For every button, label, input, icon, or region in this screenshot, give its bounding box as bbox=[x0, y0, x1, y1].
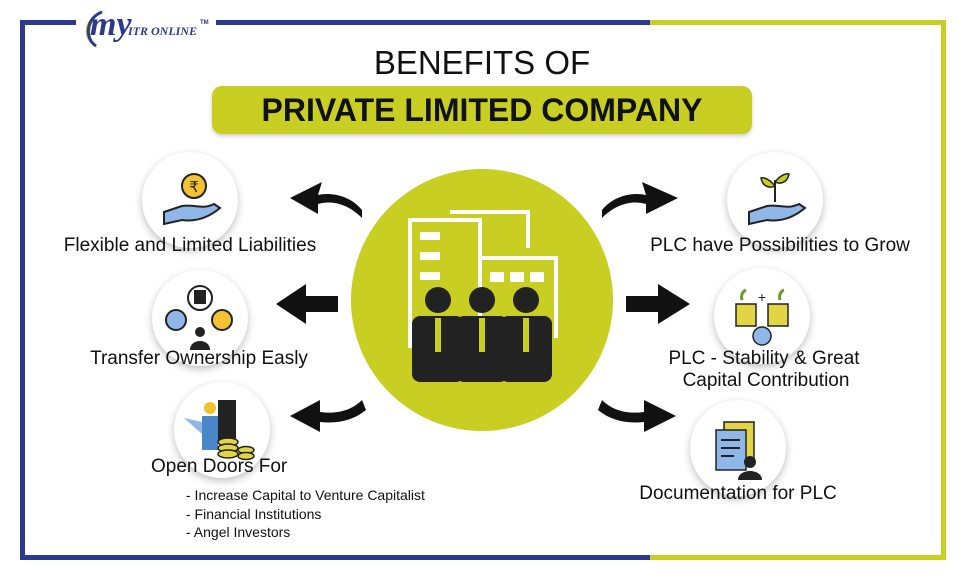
logo-my: my bbox=[90, 6, 132, 43]
ownership-transfer-icon bbox=[152, 270, 248, 366]
sub-item: - Increase Capital to Venture Capitalist bbox=[186, 487, 425, 503]
arrow-icon bbox=[276, 182, 690, 432]
document-icon bbox=[690, 400, 786, 496]
benefit-label: PLC have Possibilities to Grow bbox=[650, 235, 910, 256]
sub-item: - Financial Institutions bbox=[186, 506, 322, 522]
logo-tm: TM bbox=[200, 20, 209, 26]
benefit-label: PLC - Stability & Great bbox=[668, 348, 860, 369]
rupee-hand-icon: ₹ bbox=[142, 152, 238, 248]
title-line1: BENEFITS OF bbox=[373, 44, 591, 81]
investor-door-icon bbox=[174, 382, 270, 478]
benefit-label: Open Doors For bbox=[151, 456, 288, 477]
title-pill: PRIVATE LIMITED COMPANY bbox=[212, 86, 752, 134]
frame-top-blue bbox=[20, 20, 650, 25]
sub-item: - Angel Investors bbox=[186, 524, 291, 540]
frame-right bbox=[941, 20, 946, 560]
coins-growth-icon: + bbox=[714, 268, 810, 364]
benefit-label: Transfer Ownership Easly bbox=[90, 348, 308, 369]
logo-itr-online: ITR ONLINE bbox=[128, 24, 198, 38]
benefit-label: Documentation for PLC bbox=[639, 483, 837, 504]
frame-bottom-lime bbox=[650, 555, 946, 560]
logo-swoosh-icon bbox=[85, 10, 106, 48]
frame-top-lime bbox=[650, 20, 946, 25]
benefit-label: Flexible and Limited Liabilities bbox=[63, 235, 317, 256]
svg-text:₹: ₹ bbox=[189, 179, 199, 196]
logo: my ITR ONLINE TM bbox=[76, 4, 216, 50]
frame-left bbox=[20, 20, 25, 560]
frame-bottom-blue bbox=[20, 555, 650, 560]
svg-text:+: + bbox=[758, 289, 766, 305]
title-line2: PRIVATE LIMITED COMPANY bbox=[261, 91, 703, 128]
company-team-illustration bbox=[351, 169, 613, 431]
plant-hand-icon bbox=[727, 152, 823, 248]
benefit-label-line2: Capital Contribution bbox=[682, 370, 850, 391]
